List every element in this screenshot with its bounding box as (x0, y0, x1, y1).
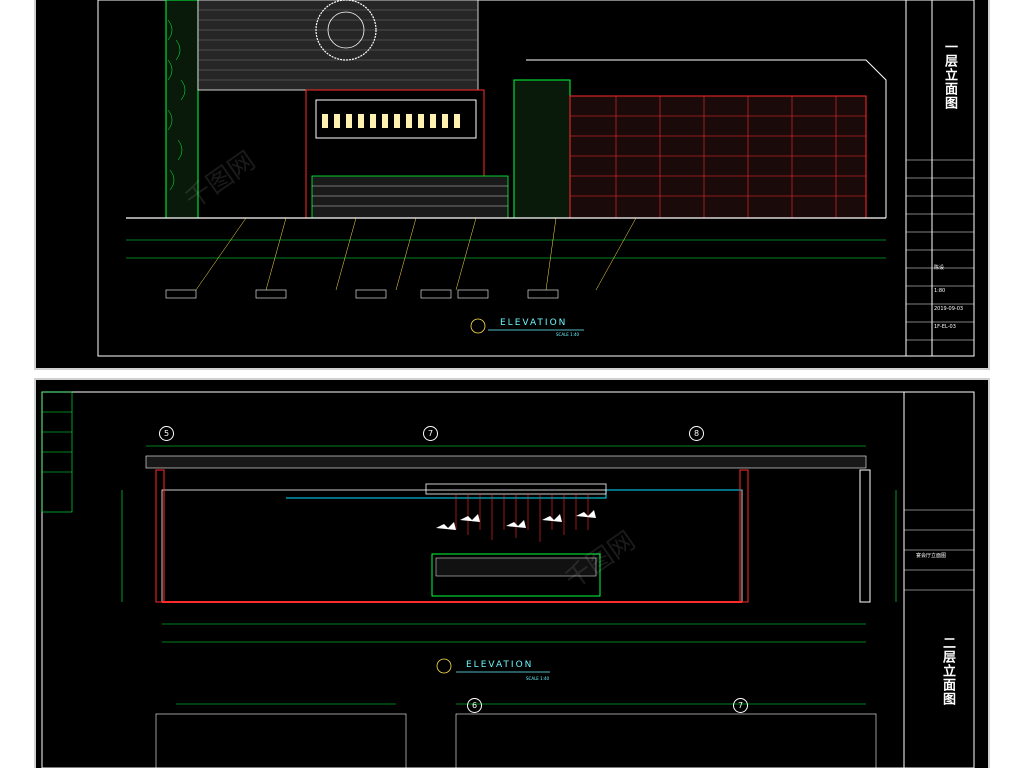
axis-marker-8: 8 (689, 426, 704, 441)
sheet-1-field-drawing-no: 1F-EL-03 (934, 324, 956, 330)
sheet-2-drawing-name: 宴会厅立面图 (916, 553, 947, 559)
sheet-2-title: 二层立面图 (940, 636, 955, 706)
axis-marker-6-lower: 6 (467, 698, 482, 713)
sheet-1-field-furnishing: 陈设 (934, 265, 945, 271)
sheet-1-field-scale: 1:80 (934, 288, 946, 294)
axis-marker-7-lower: 7 (733, 698, 748, 713)
sheet-1-field-date: 2019-09-03 (934, 306, 964, 312)
sheet-2-drawing (41, 391, 975, 768)
axis-marker-7: 7 (423, 426, 438, 441)
sheet-2-scale-label: SCALE 1:40 (526, 676, 550, 681)
sheet-1-first-floor-elevation: 一层立面图 陈设 1:80 2019-09-03 1F-EL-03 ELEVAT… (34, 0, 990, 370)
sheet-2-second-floor-elevation: 5 7 8 6 7 ELEVATION SCALE 1:40 宴会厅立面图 二层… (34, 378, 990, 768)
sheet-2-elevation-label: ELEVATION (466, 660, 534, 670)
axis-marker-5: 5 (159, 426, 174, 441)
sheet-1-scale-label: SCALE 1:40 (556, 332, 580, 337)
sheet-1-title: 一层立面图 (942, 40, 957, 110)
sheet-1-elevation-label: ELEVATION (500, 318, 568, 328)
sheet-1-drawing (97, 0, 975, 357)
